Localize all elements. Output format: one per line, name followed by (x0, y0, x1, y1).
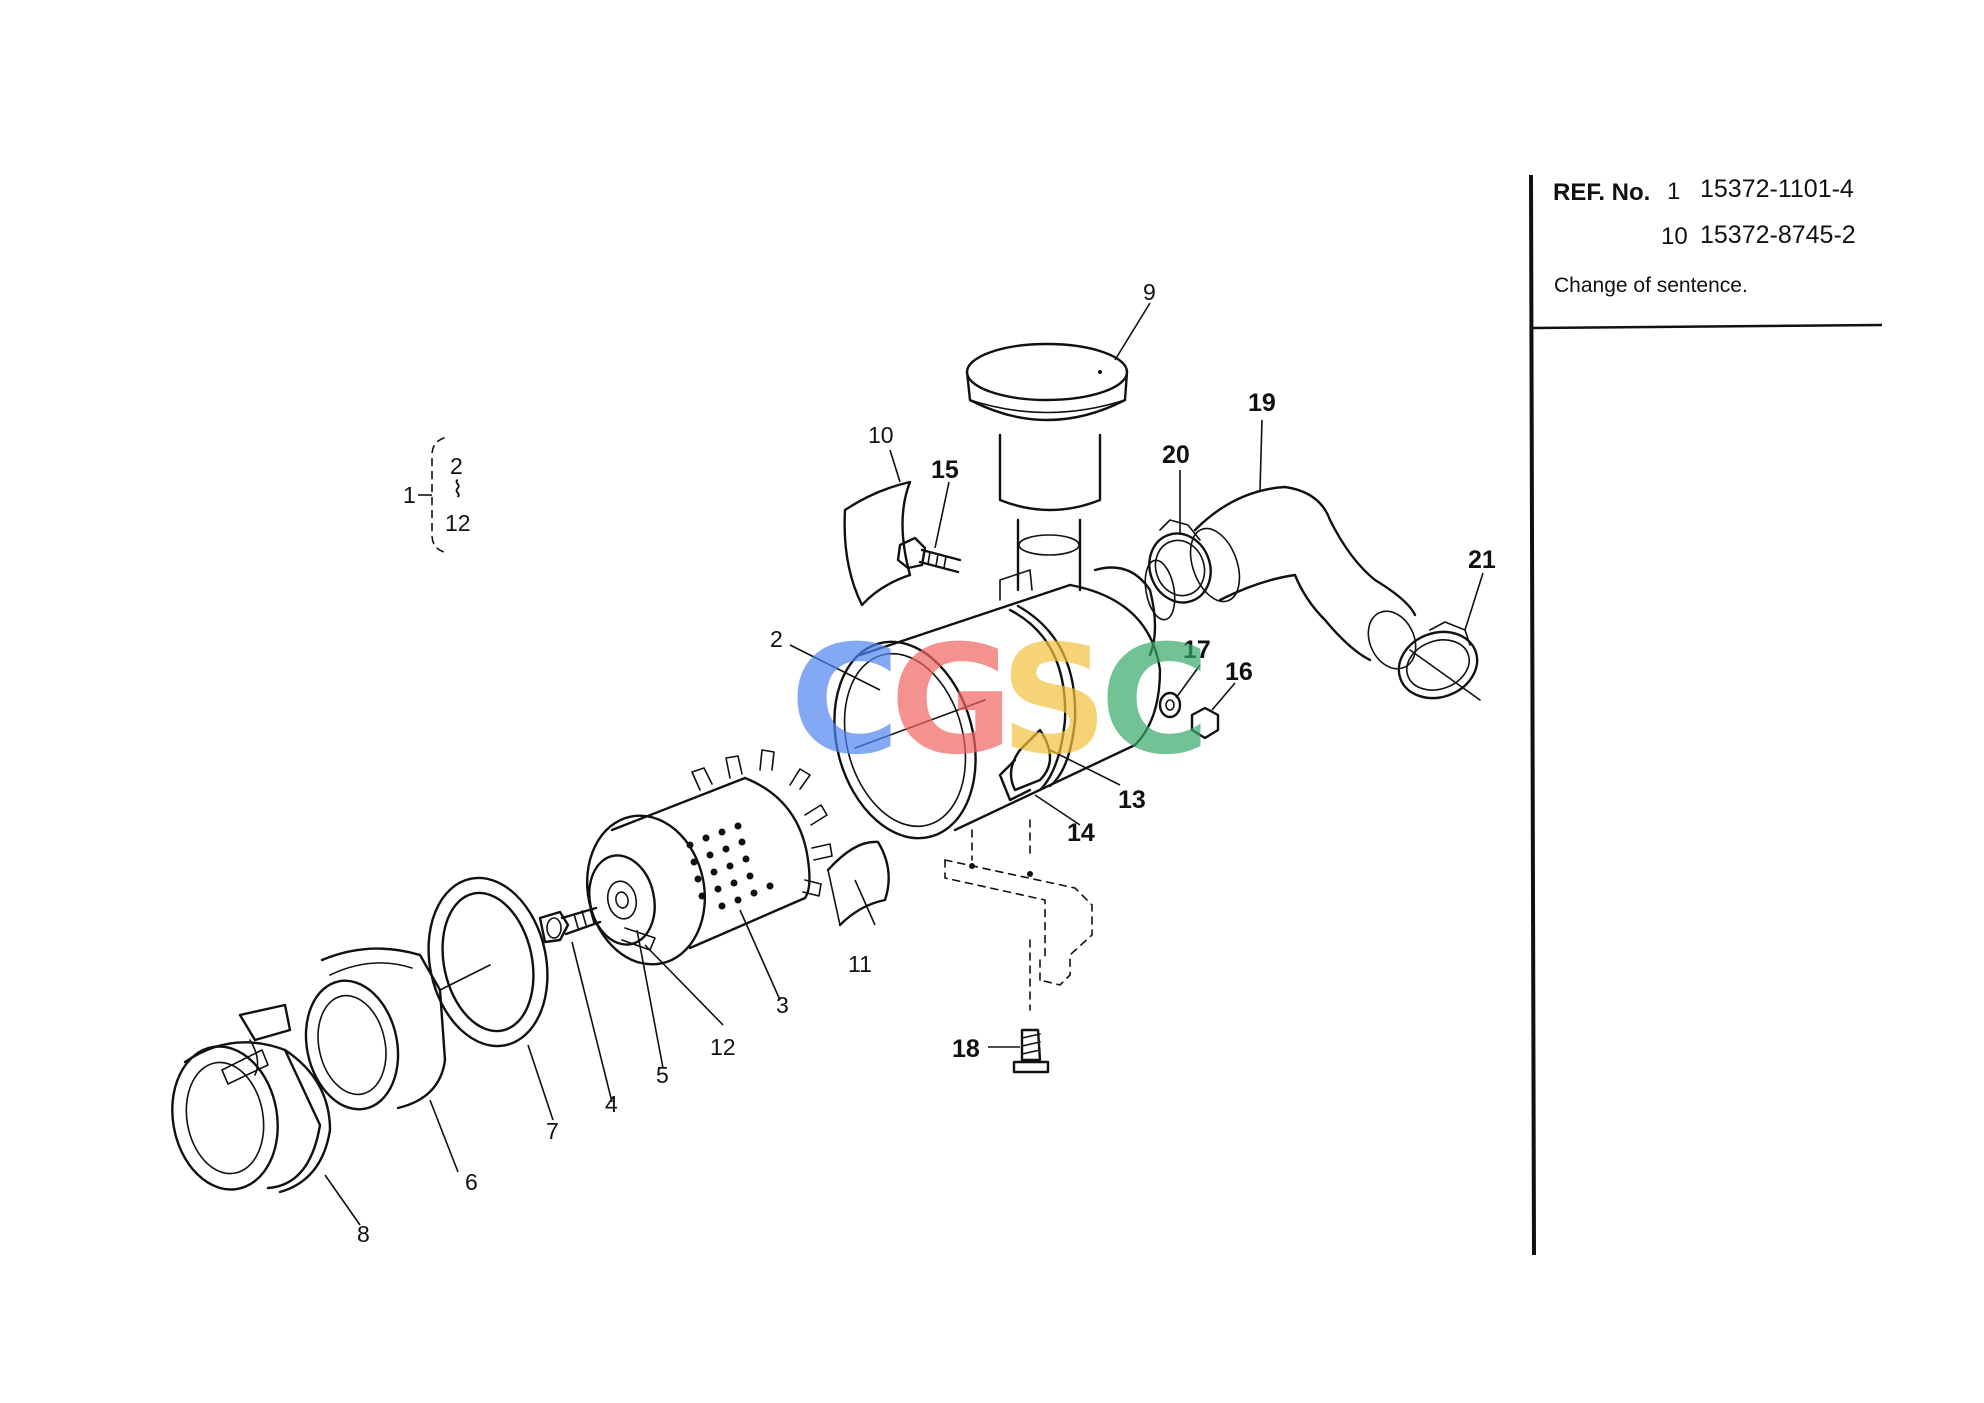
callout-16: 16 (1225, 658, 1253, 686)
part-7-gasket (427, 876, 549, 1048)
callout-14: 14 (1067, 819, 1095, 847)
watermark-letter-1: C (790, 614, 900, 788)
callout-12: 12 (710, 1034, 736, 1060)
callout-11: 11 (848, 951, 872, 977)
part-21-hose-clamp (1397, 621, 1481, 701)
callout-17: 17 (1183, 636, 1211, 664)
outlet-neck (1093, 559, 1176, 657)
revision-note-panel: REF. No. 1 15372-1101-4 10 15372-8745-2 … (1529, 174, 1883, 1256)
part-11-inner-sleeve (826, 840, 890, 927)
mounting-bracket (944, 819, 1093, 1011)
ref-part-number-10: 15372-8745-2 (1700, 221, 1856, 249)
part-13-14-clamp (998, 728, 1052, 802)
perforation-holes (686, 822, 774, 910)
part-9-cap (965, 342, 1129, 592)
callout-13: 13 (1118, 786, 1146, 814)
part-18-bolt (1012, 1028, 1050, 1074)
callout-7: 7 (546, 1118, 559, 1144)
watermark-letter-4: C (1100, 614, 1210, 788)
panel-vertical-rule (1529, 174, 1536, 1256)
part-8-end-cap (171, 1003, 332, 1194)
part-15-bolt (896, 536, 962, 574)
group-range-end: 12 (445, 510, 471, 536)
watermark-letter-3: S (1000, 614, 1108, 788)
callout-5: 5 (656, 1062, 669, 1088)
leader-lines (324, 302, 1484, 1226)
part-6-cup (304, 947, 447, 1111)
part-3-element (585, 749, 833, 966)
ref-item-10: 10 (1661, 223, 1688, 250)
assembly-group-bracket: 1 2 ⌇ 12 (403, 437, 471, 553)
part-17-washer (1158, 691, 1182, 719)
part-19-hose (1189, 485, 1417, 670)
callout-21: 21 (1468, 546, 1496, 574)
callout-19: 19 (1248, 389, 1276, 417)
panel-horizontal-rule (1532, 323, 1883, 330)
callout-9: 9 (1143, 279, 1156, 305)
ref-item-1: 1 (1667, 178, 1680, 205)
part-2-main-body (833, 569, 1162, 840)
callout-20: 20 (1162, 441, 1190, 469)
group-parent-label: 1 (403, 482, 416, 508)
part-10-shield (843, 480, 912, 607)
callout-6: 6 (465, 1169, 478, 1195)
watermark-logo: C G S C (790, 614, 1210, 788)
callout-2: 2 (770, 626, 783, 652)
watermark-letter-2: G (890, 614, 1013, 788)
callout-8: 8 (357, 1221, 370, 1247)
callout-10: 10 (868, 422, 894, 448)
svg-text:⌇: ⌇ (452, 476, 463, 502)
air-cleaner-parts (171, 342, 1481, 1194)
ref-remark: Change of sentence. (1554, 274, 1748, 297)
callout-labels: 2 3 4 5 6 7 8 9 10 11 12 13 14 15 16 17 … (357, 279, 1496, 1247)
part-5-12-element-end (588, 854, 656, 951)
callout-15: 15 (931, 456, 959, 484)
callout-18: 18 (952, 1035, 980, 1063)
group-range-start: 2 (450, 453, 463, 479)
callout-4: 4 (605, 1091, 618, 1117)
ref-part-number-1: 15372-1101-4 (1700, 175, 1854, 203)
part-16-nut (1190, 706, 1220, 740)
ref-label: REF. No. (1553, 179, 1650, 206)
callout-3: 3 (776, 992, 789, 1018)
part-20-hose-clamp (1148, 519, 1212, 604)
